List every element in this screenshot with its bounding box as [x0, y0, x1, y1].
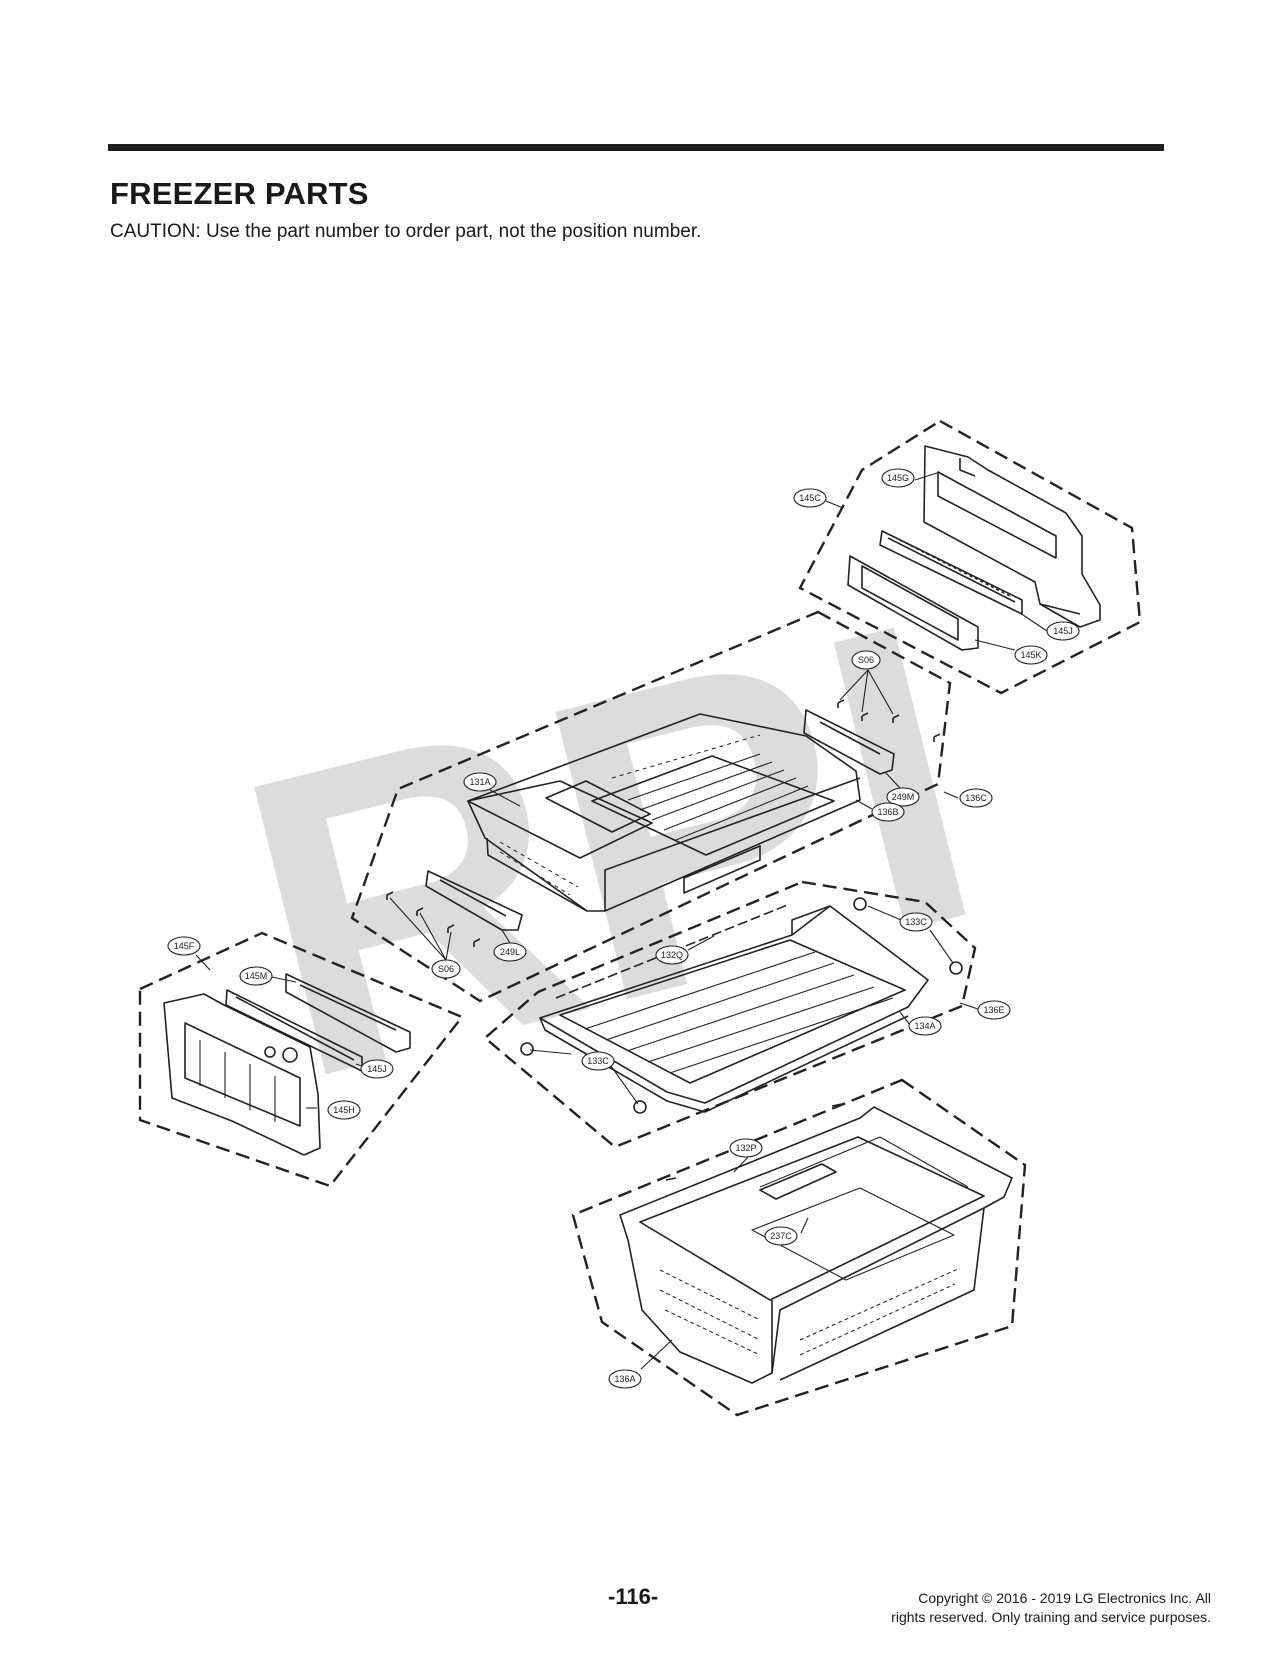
leader-237C [800, 1217, 809, 1234]
caution-note: CAUTION: Use the part number to order pa… [110, 221, 702, 242]
svg-text:132Q: 132Q [661, 950, 683, 960]
callout-136A: 136A [608, 1369, 642, 1389]
svg-text:136A: 136A [614, 1374, 635, 1384]
svg-text:145C: 145C [799, 493, 821, 503]
bracket-249L [425, 870, 523, 931]
lower-basket-136A [619, 1106, 1013, 1384]
svg-text:145J: 145J [367, 1064, 387, 1074]
callout-134A: 134A [908, 1016, 942, 1036]
leader-145G [914, 471, 941, 481]
svg-text:145G: 145G [887, 473, 909, 483]
leader-136E [959, 1002, 979, 1010]
callout-249L: 249L [493, 942, 527, 962]
leader-132Q [687, 935, 715, 951]
screws-S06-bottom [386, 891, 481, 947]
callout-136B: 136B [871, 802, 905, 822]
callout-136C: 136C [959, 788, 993, 808]
screws-S06-top [837, 699, 941, 742]
leader-145C [825, 500, 844, 509]
svg-text:145F: 145F [174, 941, 195, 951]
svg-text:145J: 145J [1053, 626, 1073, 636]
side-frame-145H [163, 993, 321, 1156]
svg-text:134A: 134A [914, 1021, 935, 1031]
leader-132P [733, 1156, 749, 1173]
callout-237C: 237C [764, 1226, 798, 1246]
svg-text:132P: 132P [735, 1143, 756, 1153]
callout-136E: 136E [977, 1000, 1011, 1020]
callout-131A: 131A [463, 772, 497, 792]
copyright-line-1: Copyright © 2016 - 2019 LG Electronics I… [918, 1590, 1211, 1606]
leader-131A [489, 789, 521, 807]
copyright-line-2: rights reserved. Only training and servi… [891, 1609, 1211, 1625]
svg-text:131A: 131A [469, 777, 490, 787]
svg-text:145K: 145K [1020, 650, 1041, 660]
svg-text:S06: S06 [858, 655, 874, 665]
divider-237C [759, 1163, 837, 1200]
callout-145F: 145F [167, 936, 201, 956]
leader-S06-top [839, 669, 894, 715]
callout-145K: 145K [1014, 645, 1048, 665]
callout-249M: 249M [886, 787, 920, 807]
leader-S06-bot [389, 897, 452, 961]
callout-133C-top: 133C [899, 912, 933, 932]
callout-S06-bot: S06 [431, 959, 461, 979]
leader-134A [899, 1011, 911, 1026]
copyright-notice: Copyright © 2016 - 2019 LG Electronics I… [791, 1589, 1211, 1627]
bracket-249M [803, 709, 895, 775]
middle-tray-134A [539, 905, 929, 1113]
svg-text:237C: 237C [770, 1231, 792, 1241]
upper-drawer-136B [467, 713, 861, 912]
leader-145F [195, 954, 211, 971]
svg-text:249M: 249M [892, 792, 915, 802]
svg-text:145H: 145H [333, 1105, 355, 1115]
callout-S06-top: S06 [851, 650, 881, 670]
header-rule [108, 144, 1164, 151]
page-number: -116- [608, 1584, 659, 1609]
callout-145H: 145H [327, 1100, 361, 1120]
rail-cover-145K [847, 555, 979, 651]
rail-cover-145M [285, 973, 411, 1053]
group-outline-145C [798, 419, 1142, 695]
leader-133C-top [867, 905, 954, 964]
svg-text:145M: 145M [245, 971, 268, 981]
leader-249M [884, 771, 901, 789]
leader-145M [271, 976, 297, 983]
callout-145J-top: 145J [1046, 621, 1080, 641]
leader-145J-top [1019, 612, 1048, 632]
svg-text:136E: 136E [983, 1005, 1004, 1015]
svg-text:136C: 136C [965, 793, 987, 803]
leader-136B [855, 799, 873, 810]
page-title: FREEZER PARTS [110, 176, 369, 211]
callout-132Q: 132Q [655, 945, 689, 965]
leader-136A [640, 1339, 673, 1370]
svg-text:133C: 133C [905, 917, 927, 927]
svg-text:133C: 133C [587, 1056, 609, 1066]
watermark: RPI [204, 531, 1016, 1170]
group-outline-136E [483, 880, 977, 1149]
callout-145C: 145C [793, 488, 827, 508]
rail-132P [665, 1103, 843, 1181]
callout-145G: 145G [881, 468, 915, 488]
callout-145M: 145M [239, 966, 273, 986]
group-outline-145F [138, 931, 464, 1188]
svg-text:S06: S06 [438, 964, 454, 974]
svg-text:136B: 136B [877, 807, 898, 817]
leader-136C [943, 791, 959, 799]
leader-133C-bot [529, 1049, 639, 1105]
svg-text:249L: 249L [500, 947, 520, 957]
rollers-133C [520, 897, 963, 1114]
callout-132P: 132P [729, 1138, 763, 1158]
group-outline-136A [571, 1078, 1027, 1417]
leader-249L [501, 929, 511, 944]
callout-145J-left: 145J [360, 1059, 394, 1079]
rail-bracket-145G [923, 445, 1101, 628]
leader-145K [974, 639, 1016, 651]
callout-133C-bot: 133C [581, 1051, 615, 1071]
group-outline-136C [350, 610, 952, 1003]
